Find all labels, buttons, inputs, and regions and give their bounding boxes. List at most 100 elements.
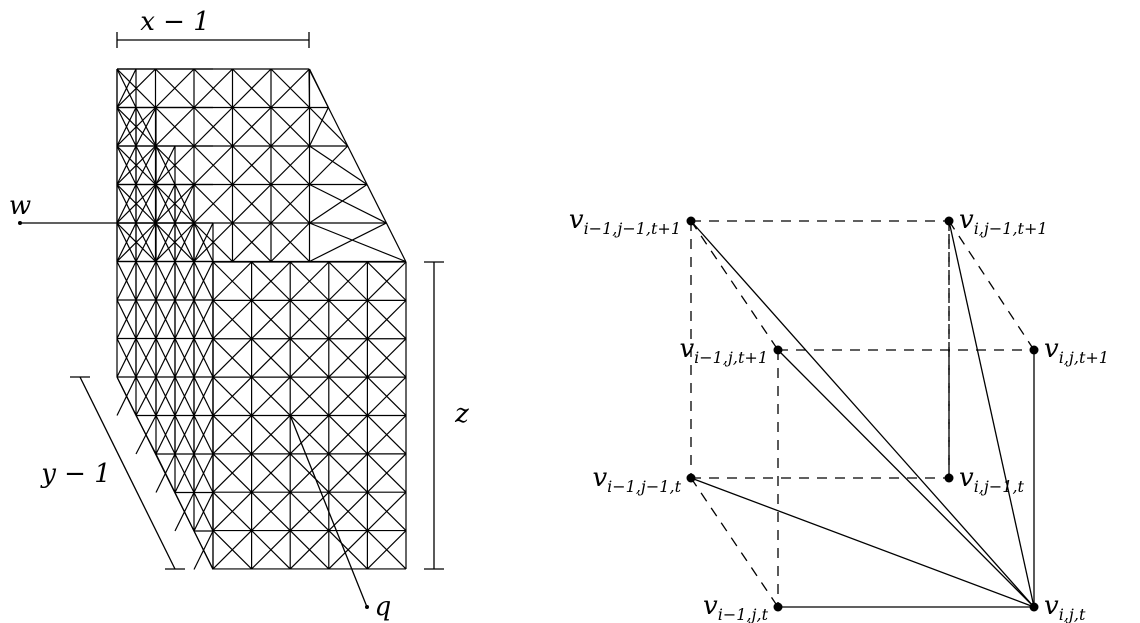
mesh-line	[193, 184, 233, 224]
mesh-line	[193, 415, 214, 455]
mesh-line	[232, 145, 272, 185]
vertex-g-dot	[773, 602, 783, 612]
mesh-line	[174, 261, 195, 301]
cube-solid-edge	[690, 220, 1035, 608]
mesh-line	[328, 453, 368, 493]
mesh-line	[116, 145, 137, 185]
mesh-line	[366, 376, 407, 416]
mesh-line	[328, 530, 368, 570]
dimension-markers	[18, 32, 444, 609]
mesh-line	[155, 68, 195, 108]
vertex-e-dot	[686, 473, 696, 483]
cube-solid-edge	[777, 349, 1035, 608]
vertex-d-label: vi,j,t+1	[1044, 334, 1109, 367]
mesh-line	[328, 261, 368, 301]
mesh-line	[193, 107, 233, 147]
mesh-line	[289, 376, 330, 416]
mesh-line	[193, 261, 214, 301]
q-point-label: q	[375, 592, 392, 622]
mesh-line	[366, 415, 407, 455]
mesh-line	[155, 222, 176, 262]
mesh-line	[135, 222, 157, 262]
mesh-line	[174, 453, 195, 493]
vertex-a-label: vi−1,j−1,t+1	[569, 205, 681, 238]
mesh-line	[309, 145, 368, 185]
w-point	[18, 221, 22, 225]
mesh-line	[328, 338, 368, 378]
mesh-line	[193, 222, 214, 262]
mesh-line	[328, 491, 368, 532]
mesh-line	[251, 453, 291, 493]
mesh-line	[212, 376, 253, 416]
mesh-line	[116, 261, 137, 301]
cube-solid-edge	[690, 477, 1035, 608]
mesh-line	[174, 338, 195, 378]
mesh-line	[289, 299, 330, 340]
mesh-line	[155, 261, 176, 301]
mesh-line	[193, 338, 214, 378]
mesh-line	[308, 107, 329, 147]
mesh-line	[289, 530, 330, 570]
vertex-f-label: vi,j−1,t	[959, 463, 1025, 496]
mesh-line	[193, 492, 214, 532]
cube-solid-edge	[948, 220, 1035, 608]
mesh-line	[366, 261, 407, 301]
mesh-line	[270, 222, 310, 262]
vertex-c-label: vi−1,j,t+1	[679, 334, 768, 367]
mesh-line	[328, 299, 368, 340]
q-leader-line	[289, 414, 368, 608]
mesh-line	[116, 107, 137, 147]
mesh-line	[289, 338, 330, 378]
mesh-line	[309, 222, 406, 263]
mesh-line	[135, 261, 157, 301]
mesh-line	[366, 299, 407, 340]
mesh-line	[116, 376, 214, 570]
mesh-line	[174, 415, 195, 455]
mesh-line	[309, 183, 387, 224]
mesh-line	[174, 376, 195, 416]
vertex-c-dot	[773, 345, 783, 355]
mesh-line	[174, 222, 195, 262]
mesh-line	[155, 107, 195, 147]
vertex-g-label: vi−1,j,t	[703, 591, 769, 623]
mesh-line	[366, 338, 407, 378]
mesh-line	[193, 68, 233, 108]
mesh-line	[193, 299, 214, 339]
mesh-line	[155, 299, 176, 339]
y-dimension-label: y − 1	[40, 459, 111, 489]
z-dimension-label: z	[454, 399, 469, 429]
mesh-line	[193, 145, 233, 185]
mesh-line	[251, 491, 291, 532]
x-dimension-label: x − 1	[140, 7, 210, 37]
mesh-line	[366, 530, 407, 570]
cube-dashed-edge	[690, 220, 779, 351]
mesh-line	[116, 299, 137, 339]
vertex-b-label: vi,j−1,t+1	[959, 205, 1048, 238]
y-dimension-line	[79, 376, 176, 570]
mesh-line	[366, 491, 407, 532]
mesh-line	[174, 184, 195, 224]
mesh-line	[212, 299, 253, 340]
vertex-d-dot	[1029, 345, 1039, 355]
mesh-line	[193, 453, 214, 493]
mesh-line	[308, 68, 311, 108]
mesh-line	[212, 415, 253, 455]
vertex-h-dot	[1029, 602, 1039, 612]
mesh-line	[116, 222, 137, 262]
mesh-line	[232, 68, 272, 108]
mesh-line	[155, 338, 176, 378]
mesh-line	[270, 68, 310, 108]
mesh-line	[155, 145, 176, 185]
mesh-line	[193, 376, 214, 416]
mesh-line	[309, 145, 349, 185]
mesh-line	[135, 184, 157, 224]
mesh-line	[251, 338, 291, 378]
mesh-line	[309, 107, 349, 147]
mesh-line	[174, 299, 195, 339]
mesh-line	[251, 376, 291, 416]
mesh-line	[116, 68, 137, 108]
w-point-label: w	[9, 191, 31, 221]
mesh-line	[309, 184, 368, 224]
mesh-line	[366, 453, 407, 493]
cube-diagram	[690, 220, 1035, 608]
